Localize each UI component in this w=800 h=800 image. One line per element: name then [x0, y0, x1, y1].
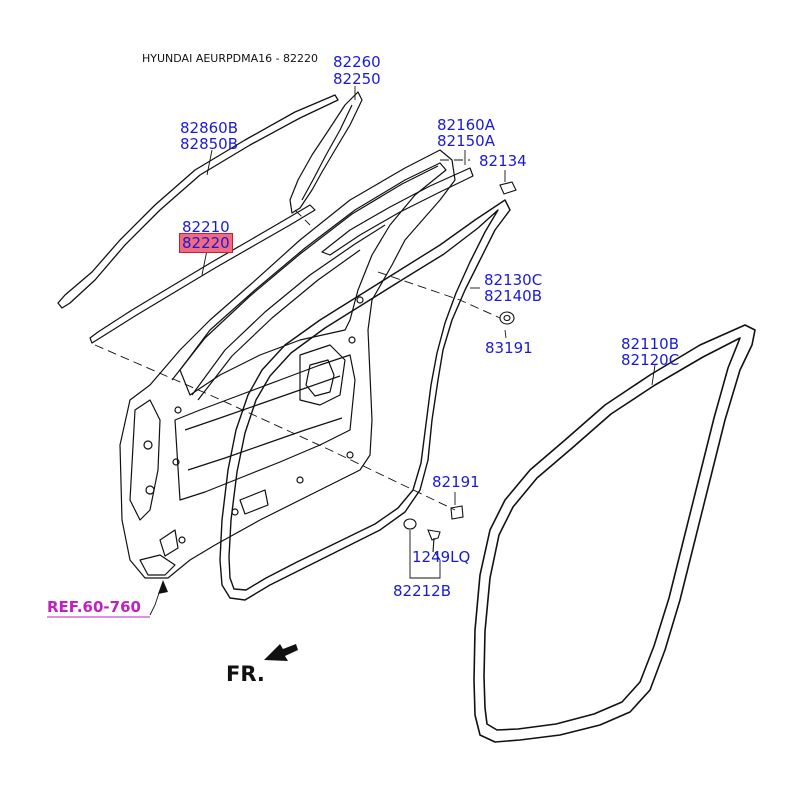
part-label-82150a[interactable]: 82150A [437, 132, 495, 150]
part-label-1249lq[interactable]: 1249LQ [412, 548, 471, 566]
clip-82191 [450, 505, 464, 520]
part-label-82130c[interactable]: 82130C [484, 271, 543, 289]
plug-83191 [499, 311, 515, 325]
screw-1249lq [427, 529, 441, 553]
door-panel [119, 149, 456, 579]
front-arrow-icon [264, 644, 298, 661]
part-label-82850b[interactable]: 82850B [180, 135, 239, 153]
body-weatherstrip-82110b [473, 324, 756, 743]
alignment-lines [94, 159, 501, 511]
part-label-82210[interactable]: 82210 [182, 218, 230, 236]
belt-moulding-82210-82220 [89, 204, 316, 344]
part-label-82110b[interactable]: 82110B [621, 335, 680, 353]
frame-strip-82160a [321, 167, 474, 256]
part-label-82160a[interactable]: 82160A [437, 116, 495, 134]
part-label-82860b[interactable]: 82860B [180, 119, 239, 137]
part-label-82191[interactable]: 82191 [432, 473, 480, 491]
roof-moulding-82860b [57, 94, 339, 309]
part-label-83191[interactable]: 83191 [485, 339, 533, 357]
leader-lines [149, 86, 656, 616]
part-label-82220-highlighted[interactable]: 82220 [179, 233, 233, 253]
grommet-82212b [403, 518, 417, 530]
part-label-82140b[interactable]: 82140B [484, 287, 543, 305]
clip-82134 [499, 181, 517, 195]
reference-label[interactable]: REF.60-760 [47, 598, 141, 616]
part-label-82250[interactable]: 82250 [333, 70, 381, 88]
ref-arrow [158, 580, 168, 594]
front-direction-label: FR. [226, 662, 265, 686]
part-label-82120c[interactable]: 82120C [621, 351, 680, 369]
part-label-82134[interactable]: 82134 [479, 152, 527, 170]
highlighted-part-number[interactable]: 82220 [179, 233, 233, 253]
part-label-82260[interactable]: 82260 [333, 53, 381, 71]
door-weatherstrip-82130c [219, 199, 511, 601]
diagram-header: HYUNDAI AEURPDMA16 - 82220 [142, 52, 319, 65]
part-label-82212b[interactable]: 82212B [393, 582, 452, 600]
